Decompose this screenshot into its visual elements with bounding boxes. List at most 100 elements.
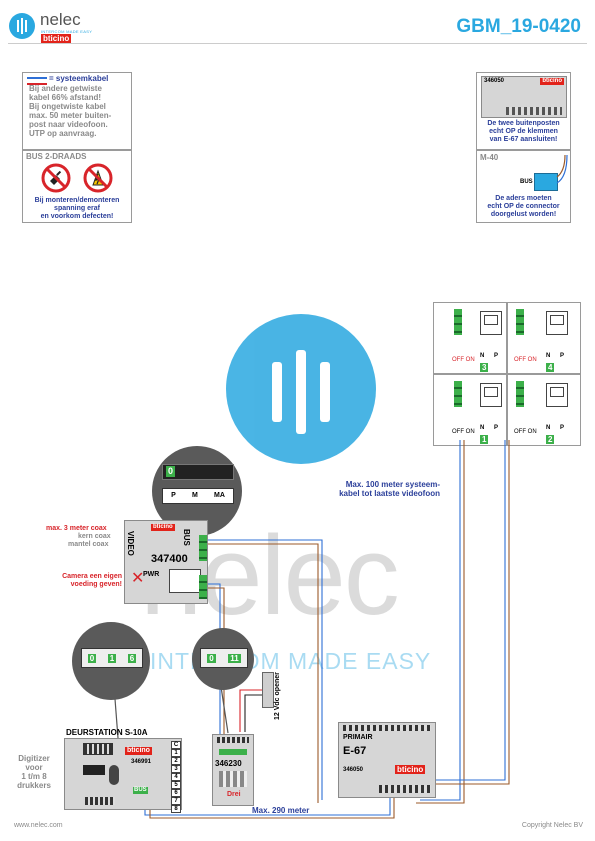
- door-term-5: 5: [171, 781, 181, 789]
- mini-module-brand: bticino: [540, 78, 564, 85]
- door-term-c: C: [171, 741, 181, 749]
- m40-label: M-40: [480, 153, 499, 162]
- monitor-switch: OFF ON: [514, 357, 537, 363]
- module-347400-bus: BUS: [182, 529, 191, 546]
- zoom-door-digit-0: 0: [87, 653, 97, 663]
- doc-code: GBM_19-0420: [456, 16, 581, 37]
- door-term-7: 7: [171, 797, 181, 805]
- m40-bus-label: BUS: [520, 179, 533, 185]
- module-346230: 346230 Drei: [212, 734, 254, 806]
- e67-brand: bticino: [395, 765, 426, 774]
- door-station-brand: bticino: [125, 747, 152, 755]
- door-station-rotary: [109, 765, 119, 785]
- module-347400: bticino VIDEO BUS 347400 PWR ✕: [124, 520, 208, 604]
- monitor-p-term: P: [494, 353, 499, 359]
- coax-title: max. 3 meter coax: [46, 525, 107, 532]
- no-voltage-icon: [83, 163, 113, 193]
- monitor-slot: 4: [546, 363, 555, 372]
- monitor-p-term: P: [560, 425, 565, 431]
- brand-sub: bticino: [41, 34, 72, 43]
- module-346230-grid: [219, 771, 247, 787]
- module-347400-pwr: PWR: [143, 571, 160, 578]
- mini-module-code: 346050: [484, 78, 505, 84]
- door-station-dip: [83, 765, 105, 775]
- door-term-1: 1: [171, 749, 181, 757]
- max-100-note: Max. 100 meter systeem-kabel tot laatste…: [339, 480, 440, 498]
- door-term-4: 4: [171, 773, 181, 781]
- monitor-slot: 3: [480, 363, 489, 372]
- door-station-connector: [83, 743, 113, 755]
- footer-url[interactable]: www.nelec.com: [14, 822, 63, 829]
- zoom-346230-digit-0: 0: [207, 653, 216, 663]
- module-347400-video: VIDEO: [126, 531, 135, 556]
- monitor-n-term: N: [480, 353, 485, 359]
- monitor-device: [480, 311, 502, 335]
- zoom-346230-circle: 0 11: [192, 628, 254, 690]
- bus-title: BUS 2-DRAADS: [26, 152, 87, 161]
- door-term-8: 8: [171, 805, 181, 813]
- monitor-slot: 1: [480, 435, 489, 444]
- no-plug-icon: [41, 163, 71, 193]
- monitor-2: OFF ON 2 N P: [507, 374, 581, 446]
- zoom-door-digit-2: 6: [127, 653, 137, 663]
- monitor-terminal-block: [516, 381, 524, 407]
- mini-module-terminals: [506, 107, 562, 115]
- module-347400-code: 347400: [151, 553, 188, 565]
- zoom-term-m: M: [191, 492, 198, 499]
- monitor-n-term: N: [546, 353, 551, 359]
- bus-terminal-block: [199, 535, 207, 561]
- module-346230-label: Drei: [227, 791, 241, 798]
- e67-bottom-terminals: [379, 785, 431, 793]
- module-346230-led-row: [219, 749, 247, 755]
- monitor-p-term: P: [560, 353, 565, 359]
- m40-wires: [556, 154, 568, 184]
- door-term-2: 2: [171, 757, 181, 765]
- door-station-title: DEURSTATION S-10A: [66, 728, 148, 737]
- monitor-terminal-block: [454, 309, 462, 335]
- door-station-code: 346991: [131, 759, 152, 765]
- e67-module-mini: 346050 bticino: [481, 76, 567, 118]
- monitor-terminal-block: [516, 309, 524, 335]
- opener-label: 12 Vdc opener: [274, 672, 281, 720]
- e67-name: E-67: [343, 745, 367, 757]
- brand-logo: nelec INTERCOM MADE EASY bticino: [8, 10, 108, 44]
- header-divider: [8, 43, 587, 44]
- door-term-6: 6: [171, 789, 181, 797]
- brand-tagline: INTERCOM MADE EASY: [41, 29, 93, 34]
- monitor-terminal-block: [454, 381, 462, 407]
- monitor-4: OFF ON 4 N P: [507, 302, 581, 374]
- monitor-3: OFF ON 3 N P: [433, 302, 507, 374]
- door-station-terminals: C 1 2 3 4 5 6 7 8: [171, 741, 181, 813]
- door-station-bottom-connector: [85, 797, 115, 805]
- module-347400-brand: bticino: [151, 524, 175, 531]
- monitor-n-term: N: [546, 425, 551, 431]
- monitor-p-term: P: [494, 425, 499, 431]
- door-station: bticino 346991 BUS C 1 2 3 4 5 6 7 8: [64, 738, 182, 813]
- zoom-346230-digit-1: 11: [228, 653, 241, 663]
- footer-copyright: Copyright Nelec BV: [521, 822, 583, 829]
- monitor-n-term: N: [480, 425, 485, 431]
- coax-kern: kern coax: [78, 533, 111, 540]
- cable-legend-icon: [27, 77, 47, 85]
- monitor-device: [546, 311, 568, 335]
- e67-top-terminals: [343, 725, 431, 731]
- monitor-grid: OFF ON 3 N P OFF ON 4 N P OFF ON 1 N P O…: [433, 302, 581, 446]
- door-station-bus-label: BUS: [133, 787, 148, 794]
- monitor-switch: OFF ON: [452, 429, 475, 435]
- zoom-term-p: P: [171, 492, 176, 499]
- e67-code: 346050: [343, 767, 364, 773]
- monitor-switch: OFF ON: [514, 429, 537, 435]
- module-346230-code: 346230: [215, 759, 242, 768]
- coax-mantel: mantel coax: [68, 541, 109, 548]
- zoom-347400-digit: 0: [166, 466, 176, 477]
- module-347400-terminals: [169, 569, 201, 593]
- monitor-slot: 2: [546, 435, 555, 444]
- e67-primair: PRIMAIR: [343, 734, 373, 741]
